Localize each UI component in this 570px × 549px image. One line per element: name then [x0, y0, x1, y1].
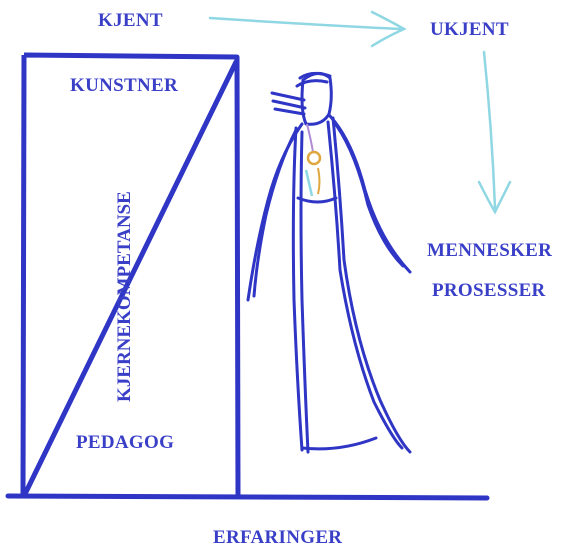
label-pedagogue: PEDAGOG	[76, 432, 174, 454]
baseline-line	[8, 496, 487, 498]
label-known: KJENT	[98, 10, 163, 32]
label-processes: PROSESSER	[432, 280, 546, 302]
label-core-competence: KJERNEKOMPETANSE	[114, 191, 136, 402]
arrow-known-to-unknown-icon	[210, 12, 404, 46]
label-experiences: ERFARINGER	[213, 527, 342, 549]
pendant-icon	[306, 124, 320, 196]
person-figure-icon	[248, 73, 410, 452]
label-people: MENNESKER	[427, 240, 552, 262]
label-unknown: UKJENT	[430, 19, 509, 41]
label-artist: KUNSTNER	[70, 75, 178, 97]
arrow-unknown-down-icon	[479, 52, 510, 212]
